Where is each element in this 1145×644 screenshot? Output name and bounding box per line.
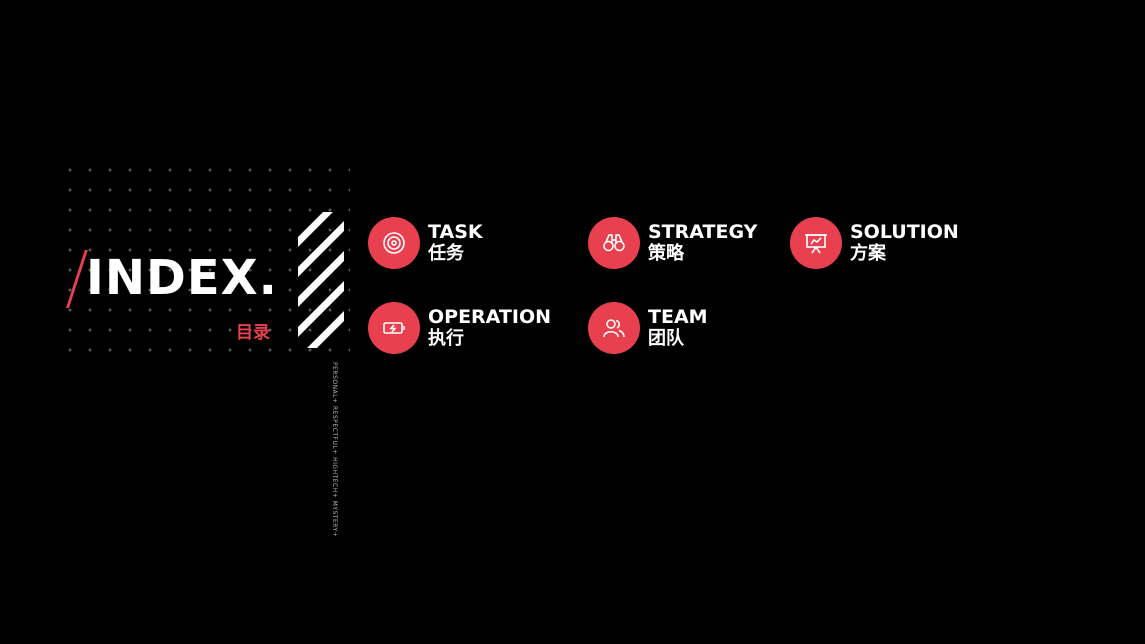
index-item-operation[interactable]: OPERATION 执行: [368, 302, 551, 354]
battery-icon: [368, 302, 420, 354]
index-item-strategy[interactable]: STRATEGY 策略: [588, 217, 757, 269]
item-label-en: TASK: [428, 221, 483, 243]
diagonal-stripes-decoration: [298, 212, 344, 348]
target-icon: [368, 217, 420, 269]
users-icon: [588, 302, 640, 354]
index-item-team[interactable]: TEAM 团队: [588, 302, 708, 354]
item-label-cn: 任务: [428, 243, 464, 264]
index-item-task[interactable]: TASK 任务: [368, 217, 483, 269]
vertical-tagline: PERSONAL+ RESPECTFUL+ HIGHTECH+ MYSTERY+: [331, 362, 338, 538]
item-label-en: OPERATION: [428, 306, 551, 328]
item-label-cn: 方案: [850, 243, 886, 264]
item-label-en: TEAM: [648, 306, 708, 328]
item-label-en: SOLUTION: [850, 221, 959, 243]
item-label-cn: 策略: [648, 243, 684, 264]
item-label-cn: 团队: [648, 328, 684, 349]
item-label-cn: 执行: [428, 328, 464, 349]
page-subtitle: 目录: [236, 323, 270, 343]
presentation-icon: [790, 217, 842, 269]
binoculars-icon: [588, 217, 640, 269]
page-title: INDEX.: [86, 250, 278, 306]
item-label-en: STRATEGY: [648, 221, 758, 243]
index-item-solution[interactable]: SOLUTION 方案: [790, 217, 959, 269]
